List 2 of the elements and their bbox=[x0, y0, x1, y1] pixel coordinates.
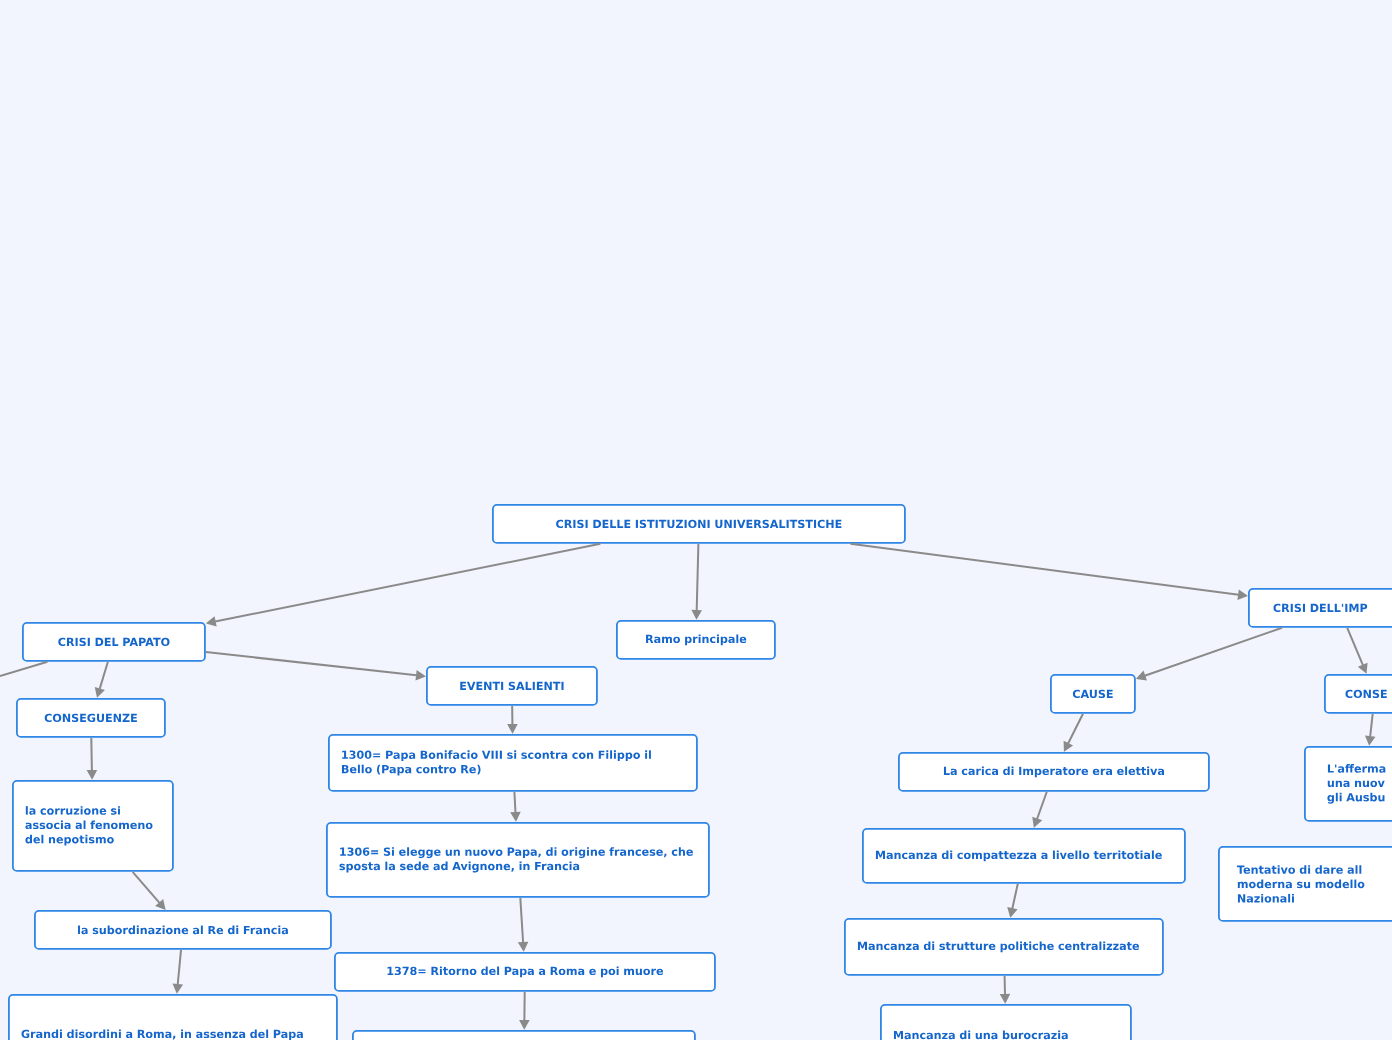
topic-box bbox=[352, 1030, 696, 1040]
arrow bbox=[131, 870, 166, 910]
